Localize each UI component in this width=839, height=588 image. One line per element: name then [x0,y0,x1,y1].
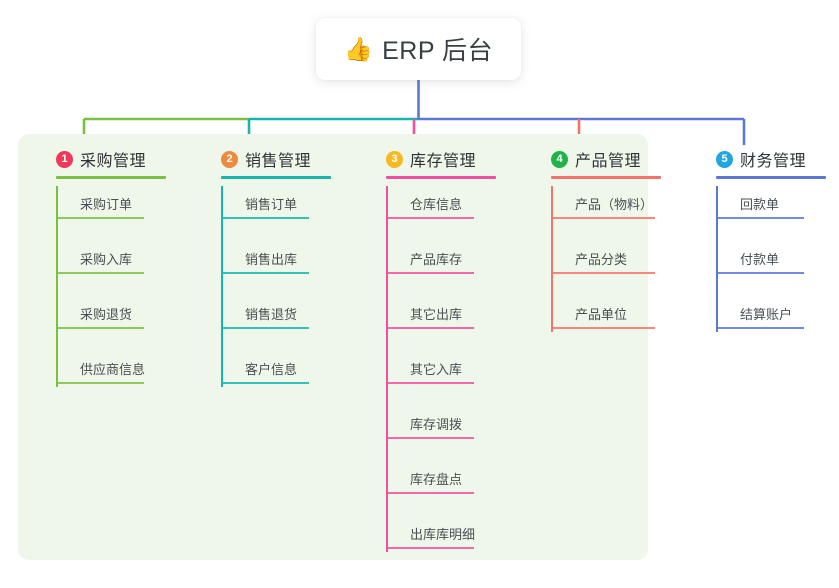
leaf-label: 付款单 [740,252,780,267]
branch-number-badge: 3 [386,150,403,168]
leaf-item[interactable]: 库存调拨 [386,414,474,439]
leaf-item[interactable]: 销售退货 [221,304,309,329]
branch-title: 财务管理 [740,153,807,170]
thumbs-up-icon: 👍 [343,35,374,62]
branch-spine [221,186,223,387]
branch-column-4: 4 产品管理产品（物料） 产品分类产品单位 [531,146,661,332]
leaf-item[interactable]: 采购订单 [56,194,144,219]
leaf-underline [386,327,474,329]
leaf-item[interactable]: 出库库明细 [386,524,475,549]
branch-number-badge: 5 [716,150,733,168]
leaf-item[interactable]: 其它入库 [386,359,474,384]
branch-header-5[interactable]: 5 财务管理 [696,146,826,179]
leaf-underline [56,272,144,274]
leaf-label: 销售订单 [245,197,298,212]
leaf-item[interactable]: 产品单位 [551,304,655,329]
branch-column-1: 1 采购管理采购订单采购入库采购退货供应商信息 [36,146,166,387]
leaf-item[interactable]: 产品（物料） [551,194,655,219]
leaf-underline [386,382,474,384]
leaf-label: 采购订单 [80,197,133,212]
leaf-underline [221,272,309,274]
leaf-item[interactable]: 销售出库 [221,249,309,274]
leaf-underline [221,217,309,219]
leaf-item[interactable]: 仓库信息 [386,194,474,219]
branch-spine [716,186,718,332]
leaf-item[interactable]: 客户信息 [221,359,309,384]
leaf-item[interactable]: 销售订单 [221,194,309,219]
leaf-label: 其它出库 [410,307,463,322]
branch-spine [56,186,58,387]
diagram-panel [18,134,648,560]
branch-spine [551,186,553,332]
leaf-underline [551,272,655,274]
leaf-underline [56,327,144,329]
branch-underline [716,176,826,179]
leaf-label: 产品分类 [575,252,628,267]
branch-title: 采购管理 [80,153,147,170]
leaf-underline [56,217,144,219]
leaf-underline [716,327,804,329]
leaf-underline [386,492,474,494]
leaf-underline [551,327,655,329]
branch-header-2[interactable]: 2 销售管理 [201,146,331,179]
leaf-underline [716,217,804,219]
branch-number-badge: 2 [221,150,238,168]
leaf-underline [386,217,474,219]
leaf-underline [386,272,474,274]
leaf-underline [386,547,474,549]
leaf-item[interactable]: 产品库存 [386,249,474,274]
root-node-text: 👍 ERP 后台 [344,31,493,67]
branch-title: 销售管理 [245,153,312,170]
branch-header-1[interactable]: 1 采购管理 [36,146,166,179]
leaf-label: 库存盘点 [410,472,463,487]
leaf-item[interactable]: 其它出库 [386,304,474,329]
leaf-underline [386,437,474,439]
branch-header-4[interactable]: 4 产品管理 [531,146,661,179]
leaf-item[interactable]: 供应商信息 [56,359,145,384]
leaf-item[interactable]: 采购退货 [56,304,144,329]
leaf-underline [56,382,144,384]
branch-title: 产品管理 [575,153,642,170]
leaf-label: 销售退货 [245,307,298,322]
leaf-item[interactable]: 付款单 [716,249,804,274]
branch-number-badge: 4 [551,150,568,168]
branch-underline [386,176,496,179]
leaf-label: 仓库信息 [410,197,463,212]
leaf-underline [716,272,804,274]
leaf-label: 供应商信息 [80,362,146,377]
branch-underline [56,176,166,179]
leaf-label: 产品库存 [410,252,463,267]
branch-spine [386,186,388,552]
leaf-label: 产品单位 [575,307,628,322]
branch-title: 库存管理 [410,153,477,170]
leaf-label: 结算账户 [740,307,793,322]
leaf-item[interactable]: 库存盘点 [386,469,474,494]
leaf-label: 采购退货 [80,307,133,322]
branch-column-3: 3 库存管理仓库信息产品库存其它出库其它入库库存调拨库存盘点出库库明细 [366,146,496,552]
leaf-item[interactable]: 产品分类 [551,249,655,274]
leaf-label: 库存调拨 [410,417,463,432]
leaf-label: 其它入库 [410,362,463,377]
leaf-underline [221,327,309,329]
leaf-item[interactable]: 结算账户 [716,304,804,329]
branch-underline [551,176,661,179]
branch-column-5: 5 财务管理回款单付款单结算账户 [696,146,826,332]
leaf-item[interactable]: 采购入库 [56,249,144,274]
leaf-underline [221,382,309,384]
branch-underline [221,176,331,179]
leaf-item[interactable]: 回款单 [716,194,804,219]
leaf-label: 回款单 [740,197,780,212]
leaf-label: 客户信息 [245,362,298,377]
root-node[interactable]: 👍 ERP 后台 [316,18,521,80]
branch-column-2: 2 销售管理销售订单销售出库销售退货客户信息 [201,146,331,387]
leaf-label: 采购入库 [80,252,133,267]
branch-header-3[interactable]: 3 库存管理 [366,146,496,179]
root-node-label: ERP 后台 [382,37,494,65]
leaf-label: 销售出库 [245,252,298,267]
leaf-label: 出库库明细 [410,527,476,542]
branch-number-badge: 1 [56,150,73,168]
leaf-label: 产品（物料） [575,197,654,212]
leaf-underline [551,217,655,219]
